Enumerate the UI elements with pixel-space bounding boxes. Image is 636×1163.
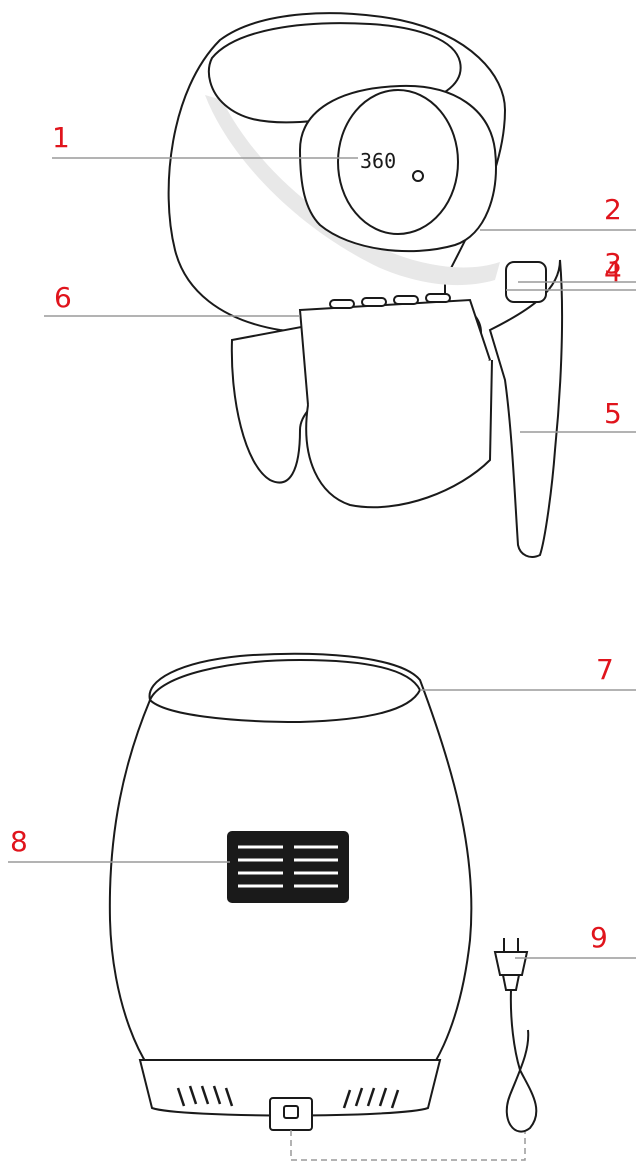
front-slots bbox=[329, 293, 451, 309]
power-plug bbox=[493, 938, 529, 991]
display-button bbox=[412, 170, 424, 182]
front-view: 360 bbox=[167, 12, 564, 558]
rear-vent-plate bbox=[227, 831, 349, 903]
rear-bottom-vents bbox=[176, 1085, 400, 1109]
callout-7: 7 bbox=[596, 653, 614, 686]
front-accent-band bbox=[205, 95, 500, 286]
callout-4: 4 bbox=[604, 255, 622, 288]
handle bbox=[488, 259, 564, 558]
control-dial bbox=[337, 89, 459, 235]
callout-3: 3 bbox=[604, 247, 622, 280]
leader-lines bbox=[8, 157, 636, 959]
callout-9: 9 bbox=[590, 921, 608, 954]
display-temperature: 360 bbox=[360, 149, 396, 173]
power-cord bbox=[505, 989, 538, 1133]
callout-8: 8 bbox=[10, 825, 28, 858]
callout-1: 1 bbox=[52, 121, 70, 154]
callout-5: 5 bbox=[604, 397, 622, 430]
cord-connection-dashed bbox=[290, 1130, 526, 1161]
callout-6: 6 bbox=[54, 281, 72, 314]
callout-2: 2 bbox=[604, 193, 622, 226]
basket-lower bbox=[305, 359, 493, 509]
rear-view bbox=[108, 652, 538, 1161]
rear-vent-slots bbox=[238, 845, 338, 888]
